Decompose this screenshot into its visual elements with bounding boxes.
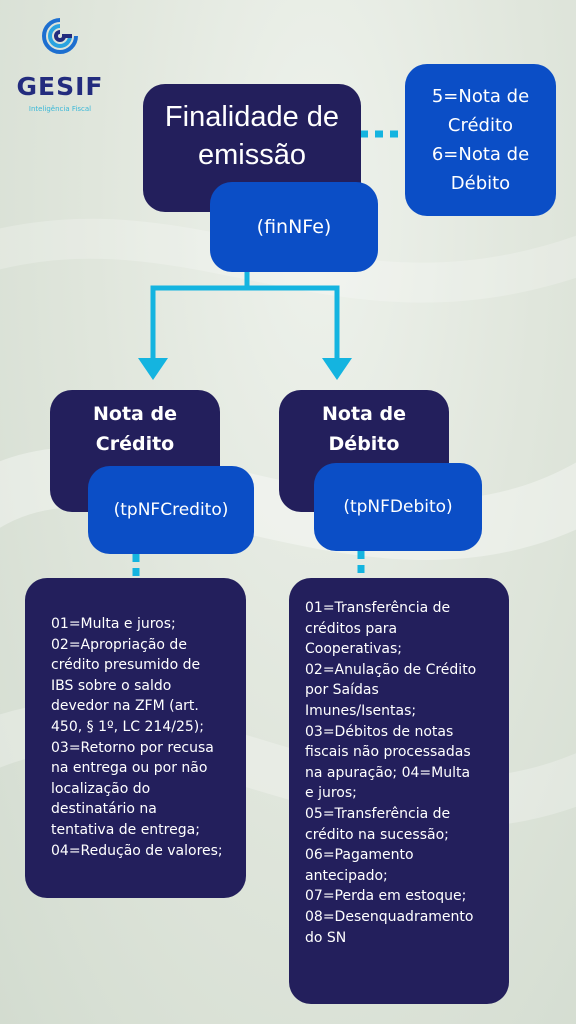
list-item: 06=Pagamento [305,847,414,864]
list-item: IBS sobre o saldo [51,677,172,694]
list-item: créditos para [305,620,398,637]
tpnfdebito-code-box: (tpNFDebito) [314,463,482,551]
logo-name: GESIF [16,72,104,101]
nota-debito-title-line-1: Nota de [322,403,406,425]
tpnfdebito-code: (tpNFDebito) [343,497,453,517]
list-item: 450, § 1º, LC 214/25); [51,718,204,735]
list-item: fiscais não processadas [305,744,471,761]
list-item: 03=Débitos de notas [305,723,454,740]
list-item: 07=Perda em estoque; [305,888,467,905]
list-item: 02=Anulação de Crédito [305,661,477,678]
list-item: por Saídas [305,682,379,699]
tpnfcredito-code: (tpNFCredito) [113,500,229,520]
list-item: 04=Redução de valores; [51,842,223,859]
list-item: 05=Transferência de [305,805,451,822]
option-line-1: 5=Nota de [431,86,530,107]
option-line-2: Crédito [447,115,514,136]
list-item: 01=Multa e juros; [51,616,176,632]
list-item: 08=Desenquadramento [305,908,474,925]
nota-credito-title-line-1: Nota de [93,403,177,425]
list-item: e juros; [305,785,357,802]
list-item: 03=Retorno por recusa [51,739,214,756]
nota-credito-items-box: 01=Multa e juros; 02=Apropriação de crédit… [25,578,246,898]
list-item: localização do [51,780,151,797]
logo-tagline: Inteligência Fiscal [28,105,92,113]
list-item: devedor na ZFM (art. [51,698,199,715]
option-line-3: 6=Nota de [431,144,530,165]
nota-credito-title-line-2: Crédito [95,433,175,455]
list-item: na apuração; 04=Multa [305,764,471,781]
list-item: 01=Transferência de [305,600,451,616]
split-connector [150,272,340,362]
arrow-head-credito [138,358,168,380]
list-item: Imunes/Isentas; [305,702,417,719]
list-item: antecipado; [305,867,388,884]
finnfe-code: (finNFe) [256,216,332,238]
list-item: tentativa de entrega; [51,821,200,838]
finnfe-code-box: (finNFe) [210,182,378,272]
list-item: na entrega ou por não [51,760,208,777]
finalidade-options-box: 5=Nota de Crédito 6=Nota de Débito [405,64,556,216]
nota-debito-title-line-2: Débito [328,433,400,455]
arrow-head-debito [322,358,352,380]
tpnfcredito-code-box: (tpNFCredito) [88,466,254,554]
finalidade-line-2: emissão [197,139,306,171]
list-item: 02=Apropriação de [51,636,187,653]
list-item: crédito na sucessão; [305,826,449,843]
list-item: do SN [305,929,347,946]
list-item: crédito presumido de [51,657,201,674]
list-item: Cooperativas; [305,641,402,658]
option-line-4: Débito [450,173,511,194]
gesif-swirl-icon [42,18,78,54]
list-item: destinatário na [51,801,157,818]
finalidade-line-1: Finalidade de [164,101,340,133]
